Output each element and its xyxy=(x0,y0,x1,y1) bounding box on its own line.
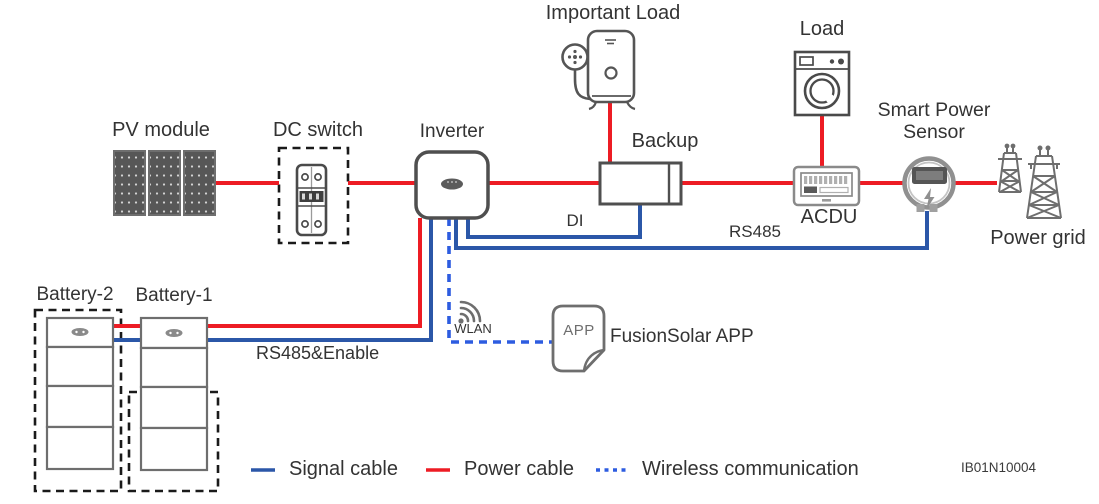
signal-cables xyxy=(113,204,929,342)
di-cable-label: DI xyxy=(566,211,584,230)
wlan-icon xyxy=(458,300,482,324)
legend-signal-cable-label: Signal cable xyxy=(289,458,398,480)
power-cable-swatch xyxy=(426,467,450,472)
rs485-enable-cable-label: RS485&Enable xyxy=(256,343,380,363)
dc-switch-icon xyxy=(295,163,328,237)
battery-1-label: Battery-1 xyxy=(135,285,213,306)
legend-power-cable-label: Power cable xyxy=(464,458,575,480)
battery-2-dashed-box xyxy=(33,308,123,493)
backup-box-icon xyxy=(598,161,683,206)
pv-module-label: PV module xyxy=(112,119,210,141)
power-grid-towers-icon xyxy=(998,143,1062,219)
battery-2-icon xyxy=(45,316,115,471)
washing-machine-icon xyxy=(793,50,851,117)
smart-power-sensor-icon xyxy=(902,156,956,212)
acdu-icon xyxy=(792,165,861,207)
inverter-icon xyxy=(414,150,490,220)
battery-2-label: Battery-2 xyxy=(36,284,114,305)
power-cable-battery1-to-inverter xyxy=(207,218,422,328)
app-icon-text: APP xyxy=(563,322,595,339)
water-heater-icon xyxy=(561,29,636,111)
rs485-cable-label: RS485 xyxy=(729,222,781,241)
pv-module-icon xyxy=(113,150,216,216)
legend-item-signal-cable: Signal cable xyxy=(250,458,398,481)
power-cables xyxy=(113,100,997,328)
legend-wireless-label: Wireless communication xyxy=(642,458,859,480)
acdu-label: ACDU xyxy=(800,206,858,228)
smart-power-sensor-label: Smart Power Sensor xyxy=(877,99,991,144)
signal-cable-swatch xyxy=(251,467,275,472)
dc-switch-label: DC switch xyxy=(272,119,363,141)
signal-cable-battery1-to-inverter xyxy=(207,218,433,342)
wlan-label: WLAN xyxy=(454,321,492,336)
fusionsolar-app-label: FusionSolar APP xyxy=(610,326,754,347)
power-grid-label: Power grid xyxy=(990,227,1086,249)
important-load-label: Important Load xyxy=(545,2,681,24)
load-label: Load xyxy=(799,18,845,40)
backup-label: Backup xyxy=(631,130,699,152)
wireless-swatch xyxy=(596,467,628,472)
dc-switch-dashed-box xyxy=(277,146,350,245)
inverter-label: Inverter xyxy=(419,121,485,142)
legend-item-power-cable: Power cable xyxy=(425,458,574,481)
signal-cable-di-inverter-to-backup xyxy=(466,204,642,239)
signal-cable-rs485-inverter-to-sensor xyxy=(454,211,929,250)
fusionsolar-app-icon xyxy=(551,304,606,373)
figure-id: IB01N10004 xyxy=(961,460,1037,475)
legend-item-wireless: Wireless communication xyxy=(595,458,859,481)
battery-1-icon xyxy=(139,316,209,472)
